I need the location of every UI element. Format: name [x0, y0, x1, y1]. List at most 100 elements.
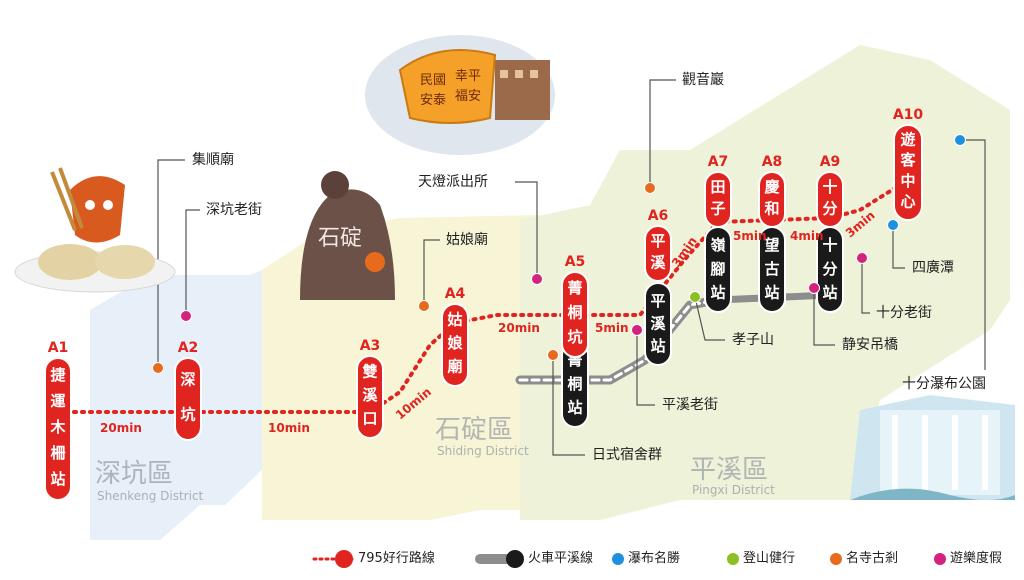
stops-layer: A1捷運木柵站A2深坑A3雙溪口A4姑娘廟A5菁桐站菁桐坑A6平溪站平溪A7嶺腳… [44, 107, 924, 501]
district-name: 平溪區 [690, 455, 768, 485]
district-name-en: Shiding District [437, 444, 529, 458]
stop-char: 遊 [900, 130, 915, 148]
stop-char: 木 [49, 418, 66, 436]
stop-char: 柵 [50, 444, 65, 462]
stop-char: 捷 [50, 366, 66, 384]
train-station-char: 平 [650, 292, 665, 310]
stop-pill [758, 171, 786, 228]
poi-dot-leisure [180, 310, 192, 322]
poi-guanyin-rock: 觀音巖 [682, 72, 724, 88]
poi-shifen-waterfall-park: 十分瀑布公園 [902, 376, 986, 392]
shiding-rock-image: 石碇 [300, 171, 395, 300]
train-station-char: 溪 [650, 314, 666, 332]
stop-code: A5 [565, 254, 586, 270]
travel-time-label: 10min [268, 421, 310, 435]
stop-pill [893, 124, 923, 221]
poi-jishun-temple: 集順廟 [192, 152, 234, 168]
train-station-char: 站 [822, 283, 837, 301]
stop-char: 菁 [567, 279, 582, 297]
travel-time-label: 20min [100, 421, 142, 435]
legend-temple-label: 名寺古剎 [846, 551, 899, 566]
stop-char: 坑 [567, 328, 582, 346]
train-station-pill [644, 282, 672, 366]
district-name-en: Shenkeng District [97, 489, 204, 503]
stop-code: A7 [708, 154, 729, 170]
poi-dot-leisure [631, 324, 643, 336]
poi-shenkeng-old-street: 深坑老街 [206, 202, 262, 218]
train-station-char: 分 [822, 260, 837, 278]
stop-char: 姑 [447, 311, 462, 329]
train-station-char: 嶺 [709, 236, 725, 254]
stop-code: A2 [178, 340, 199, 356]
stop-char: 平 [650, 232, 665, 250]
legend-waterfall-label: 瀑布名勝 [628, 551, 681, 566]
legend-symbols [312, 550, 946, 568]
poi-dot-leisure [531, 273, 543, 285]
train-station-char: 站 [567, 398, 582, 416]
stop-code: A9 [820, 154, 841, 170]
stop-pill [174, 357, 202, 441]
stop-char: 溪 [650, 253, 666, 271]
district-name: 深坑區 [95, 459, 173, 489]
lantern-text-2: 安泰 [420, 93, 446, 108]
stop-char: 廟 [447, 357, 462, 375]
stop-char: 娘 [447, 334, 463, 352]
poi-dot-temple [547, 349, 559, 361]
stop-char: 溪 [362, 386, 378, 404]
poi-shifen-old-street: 十分老街 [876, 305, 932, 321]
poi-japanese-dorms: 日式宿舍群 [592, 447, 662, 463]
legend-train-icon [506, 550, 524, 568]
stop-pill [704, 171, 732, 228]
stop-char: 客 [899, 151, 916, 169]
poi-dot-temple [644, 182, 656, 194]
legend-leisure-label: 遊樂度假 [950, 551, 1003, 566]
train-station-char: 站 [764, 283, 779, 301]
travel-time-label: 4min [790, 229, 824, 243]
travel-time-label: 20min [498, 321, 540, 335]
legend-waterfall-icon [612, 553, 624, 565]
poi-dot-leisure [856, 252, 868, 264]
stop-char: 十 [822, 178, 837, 196]
train-station-char: 站 [710, 283, 725, 301]
legend-leisure-icon [934, 553, 946, 565]
train-station-char: 古 [764, 260, 779, 278]
poi-dots-layer [152, 134, 966, 374]
travel-time-label: 5min [595, 321, 629, 335]
food-mascot-image [14, 167, 176, 293]
stop-char: 深 [180, 371, 195, 389]
stop-code: A8 [762, 154, 783, 170]
poi-dot-waterfall [887, 219, 899, 231]
stop-char: 坑 [180, 406, 195, 424]
stop-char: 和 [764, 199, 779, 217]
stop-pill [356, 355, 384, 439]
legend-temple-icon [830, 553, 842, 565]
stop-a8: A8 望古站 慶和 [758, 154, 786, 313]
stop-char: 運 [50, 392, 66, 410]
stop-pill [816, 171, 844, 228]
stop-a2: A2 深坑 [174, 340, 202, 441]
poi-dot-waterfall [954, 134, 966, 146]
legend-train-label: 火車平溪線 [528, 551, 594, 566]
poi-pingxi-old-street: 平溪老街 [662, 397, 718, 413]
stop-code: A3 [360, 338, 381, 354]
train-station-char: 望 [764, 236, 779, 254]
stop-char: 桐 [567, 304, 582, 322]
stop-code: A10 [893, 107, 924, 123]
stop-pill [44, 357, 72, 501]
train-station-char: 腳 [710, 260, 725, 278]
stop-char: 慶 [764, 178, 779, 196]
waterfall-image [850, 395, 1015, 500]
legend-route-icon [335, 550, 353, 568]
map-legend: 795好行路線 火車平溪線 瀑布名勝 登山健行 名寺古剎 遊樂度假 [310, 548, 1020, 572]
poi-xiaozi-mountain: 孝子山 [732, 332, 774, 348]
stop-char: 中 [900, 172, 915, 190]
stop-char: 雙 [362, 363, 377, 381]
